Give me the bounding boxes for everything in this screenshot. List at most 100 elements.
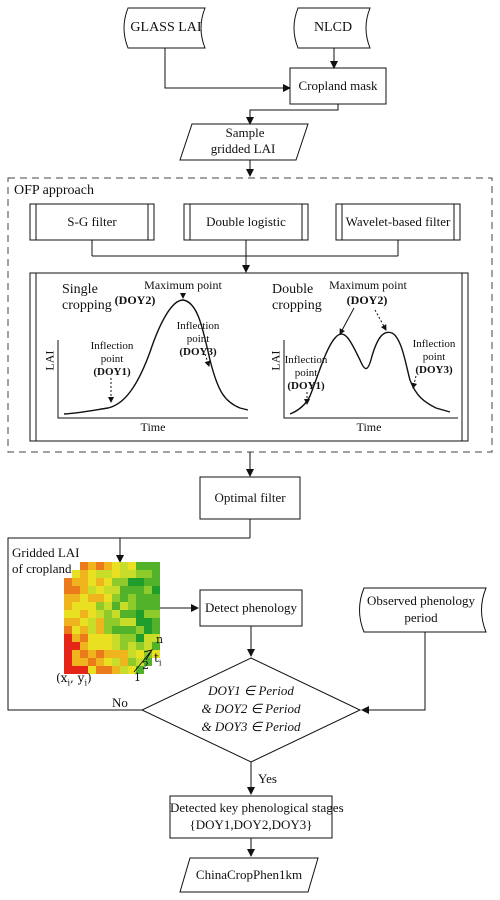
raster-cell: [152, 570, 160, 578]
raster-cell: [96, 618, 104, 626]
raster-cell: [96, 658, 104, 666]
raster-cell: [96, 602, 104, 610]
raster-cell: [104, 578, 112, 586]
raster-cell: [104, 570, 112, 578]
raster-cell: [112, 602, 120, 610]
raster-cell: [96, 570, 104, 578]
raster-cell: [128, 634, 136, 642]
observed-line1: Observed phenology: [367, 593, 475, 608]
raster-cell: [120, 634, 128, 642]
raster-cell: [136, 618, 144, 626]
raster-cell: [88, 602, 96, 610]
raster-cell: [128, 666, 136, 674]
single-lai-curve: [63, 299, 249, 415]
raster-cell: [136, 578, 144, 586]
raster-cell: [112, 578, 120, 586]
cropland-mask-label: Cropland mask: [298, 78, 378, 93]
decision-line1: DOY1 ∈ Period: [208, 683, 294, 698]
double-max-arrow-left: [339, 307, 355, 335]
raster-cell: [112, 642, 120, 650]
double-infl-left-2: point: [294, 367, 318, 379]
raster-cell: [136, 634, 144, 642]
raster-cell: [120, 578, 128, 586]
raster-cell: [128, 570, 136, 578]
raster-cell: [152, 626, 160, 634]
raster-cell: [128, 602, 136, 610]
raster-cell: [104, 610, 112, 618]
raster-cell: [112, 586, 120, 594]
single-infl-left-2: point: [100, 353, 124, 365]
raster-cell: [144, 610, 152, 618]
raster-cell: [104, 586, 112, 594]
raster-cell: [152, 634, 160, 642]
raster-cell: [96, 666, 104, 674]
single-max-1: Maximum point: [144, 278, 222, 292]
raster-cell: [144, 634, 152, 642]
optimal-filter-label: Optimal filter: [214, 490, 286, 505]
grid-two-label: 2: [142, 659, 149, 672]
single-xlabel: Time: [140, 420, 166, 434]
raster-cell: [88, 586, 96, 594]
raster-cell: [144, 626, 152, 634]
connector-observed-to-decision: [361, 632, 426, 714]
raster-cell: [104, 666, 112, 674]
raster-cell: [64, 618, 72, 626]
single-max-2: (DOY2): [114, 293, 156, 307]
raster-cell: [120, 658, 128, 666]
double-title-1: Double: [272, 282, 314, 297]
raster-cell: [80, 666, 88, 674]
raster-cell: [88, 634, 96, 642]
single-infl-left-1: Inflection: [90, 340, 134, 352]
raster-cell: [112, 618, 120, 626]
double-cropping-plot: [283, 307, 458, 419]
raster-cell: [136, 626, 144, 634]
nlcd-label: NLCD: [313, 20, 353, 35]
grid-n-label: n: [156, 633, 164, 646]
raster-cell: [80, 570, 88, 578]
raster-cell: [112, 666, 120, 674]
raster-cell: [136, 610, 144, 618]
raster-cell: [104, 650, 112, 658]
raster-cell: [72, 602, 80, 610]
raster-cell: [136, 602, 144, 610]
raster-cell: [64, 650, 72, 658]
double-max-2: (DOY2): [346, 293, 388, 307]
raster-cell: [72, 570, 80, 578]
single-cropping-plot: [57, 293, 249, 419]
raster-cell: [80, 642, 88, 650]
raster-cell: [120, 610, 128, 618]
raster-cell: [104, 618, 112, 626]
raster-cell: [64, 578, 72, 586]
single-infl-right-3: (DOY3): [179, 346, 217, 358]
ofp-title: OFP approach: [14, 183, 94, 198]
single-title-2: cropping: [62, 298, 112, 313]
raster-cell: [128, 618, 136, 626]
filter-box-sg: [29, 203, 155, 241]
raster-cell: [88, 562, 96, 570]
single-ylabel: LAI: [42, 350, 57, 371]
detected-line2: {DOY1,DOY2,DOY3}: [189, 817, 313, 832]
raster-cell: [128, 650, 136, 658]
raster-cell: [96, 610, 104, 618]
raster-cell: [96, 650, 104, 658]
output-shape: [179, 857, 319, 893]
raster-cell: [80, 626, 88, 634]
filter-wavelet-label: Wavelet-based filter: [345, 214, 451, 229]
raster-cell: [128, 658, 136, 666]
optimal-filter-box: [199, 476, 301, 520]
double-ylabel: LAI: [268, 350, 283, 371]
double-infl-left-1: Inflection: [284, 354, 328, 366]
raster-cell: [120, 642, 128, 650]
raster-cell: [72, 594, 80, 602]
raster-cell: [104, 602, 112, 610]
raster-cell: [88, 650, 96, 658]
raster-cell: [136, 650, 144, 658]
raster-cell: [96, 562, 104, 570]
raster-cell: [72, 642, 80, 650]
raster-cell: [80, 594, 88, 602]
raster-cell: [96, 594, 104, 602]
cropland-mask-box: [289, 67, 387, 105]
raster-cell: [104, 562, 112, 570]
